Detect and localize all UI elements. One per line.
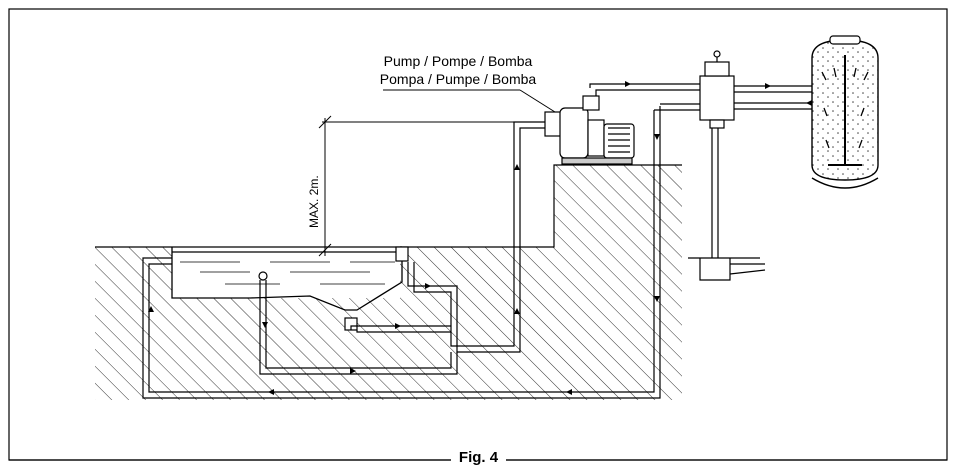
figure-caption-text: Fig. 4	[450, 449, 507, 466]
pump	[544, 95, 635, 165]
pump-label-line1: Pump / Pompe / Bomba	[384, 53, 533, 69]
pump-label-pointer	[519, 89, 556, 113]
pool-basin	[171, 246, 403, 311]
height-dimension	[318, 115, 545, 257]
waste-outlet	[688, 257, 766, 281]
max-height-label: MAX. 2m.	[307, 175, 321, 228]
flow-arrows	[148, 81, 812, 395]
water-surface	[180, 261, 395, 285]
skimmer	[395, 246, 409, 262]
ground-surface	[95, 164, 682, 248]
return-inlet	[258, 271, 268, 281]
figure-caption: Fig. 4	[0, 448, 957, 467]
sand-filter	[811, 35, 879, 189]
pump-label-line2: Pompa / Pumpe / Bomba	[380, 71, 537, 87]
multiport-valve	[699, 50, 735, 129]
pipework	[142, 83, 812, 399]
